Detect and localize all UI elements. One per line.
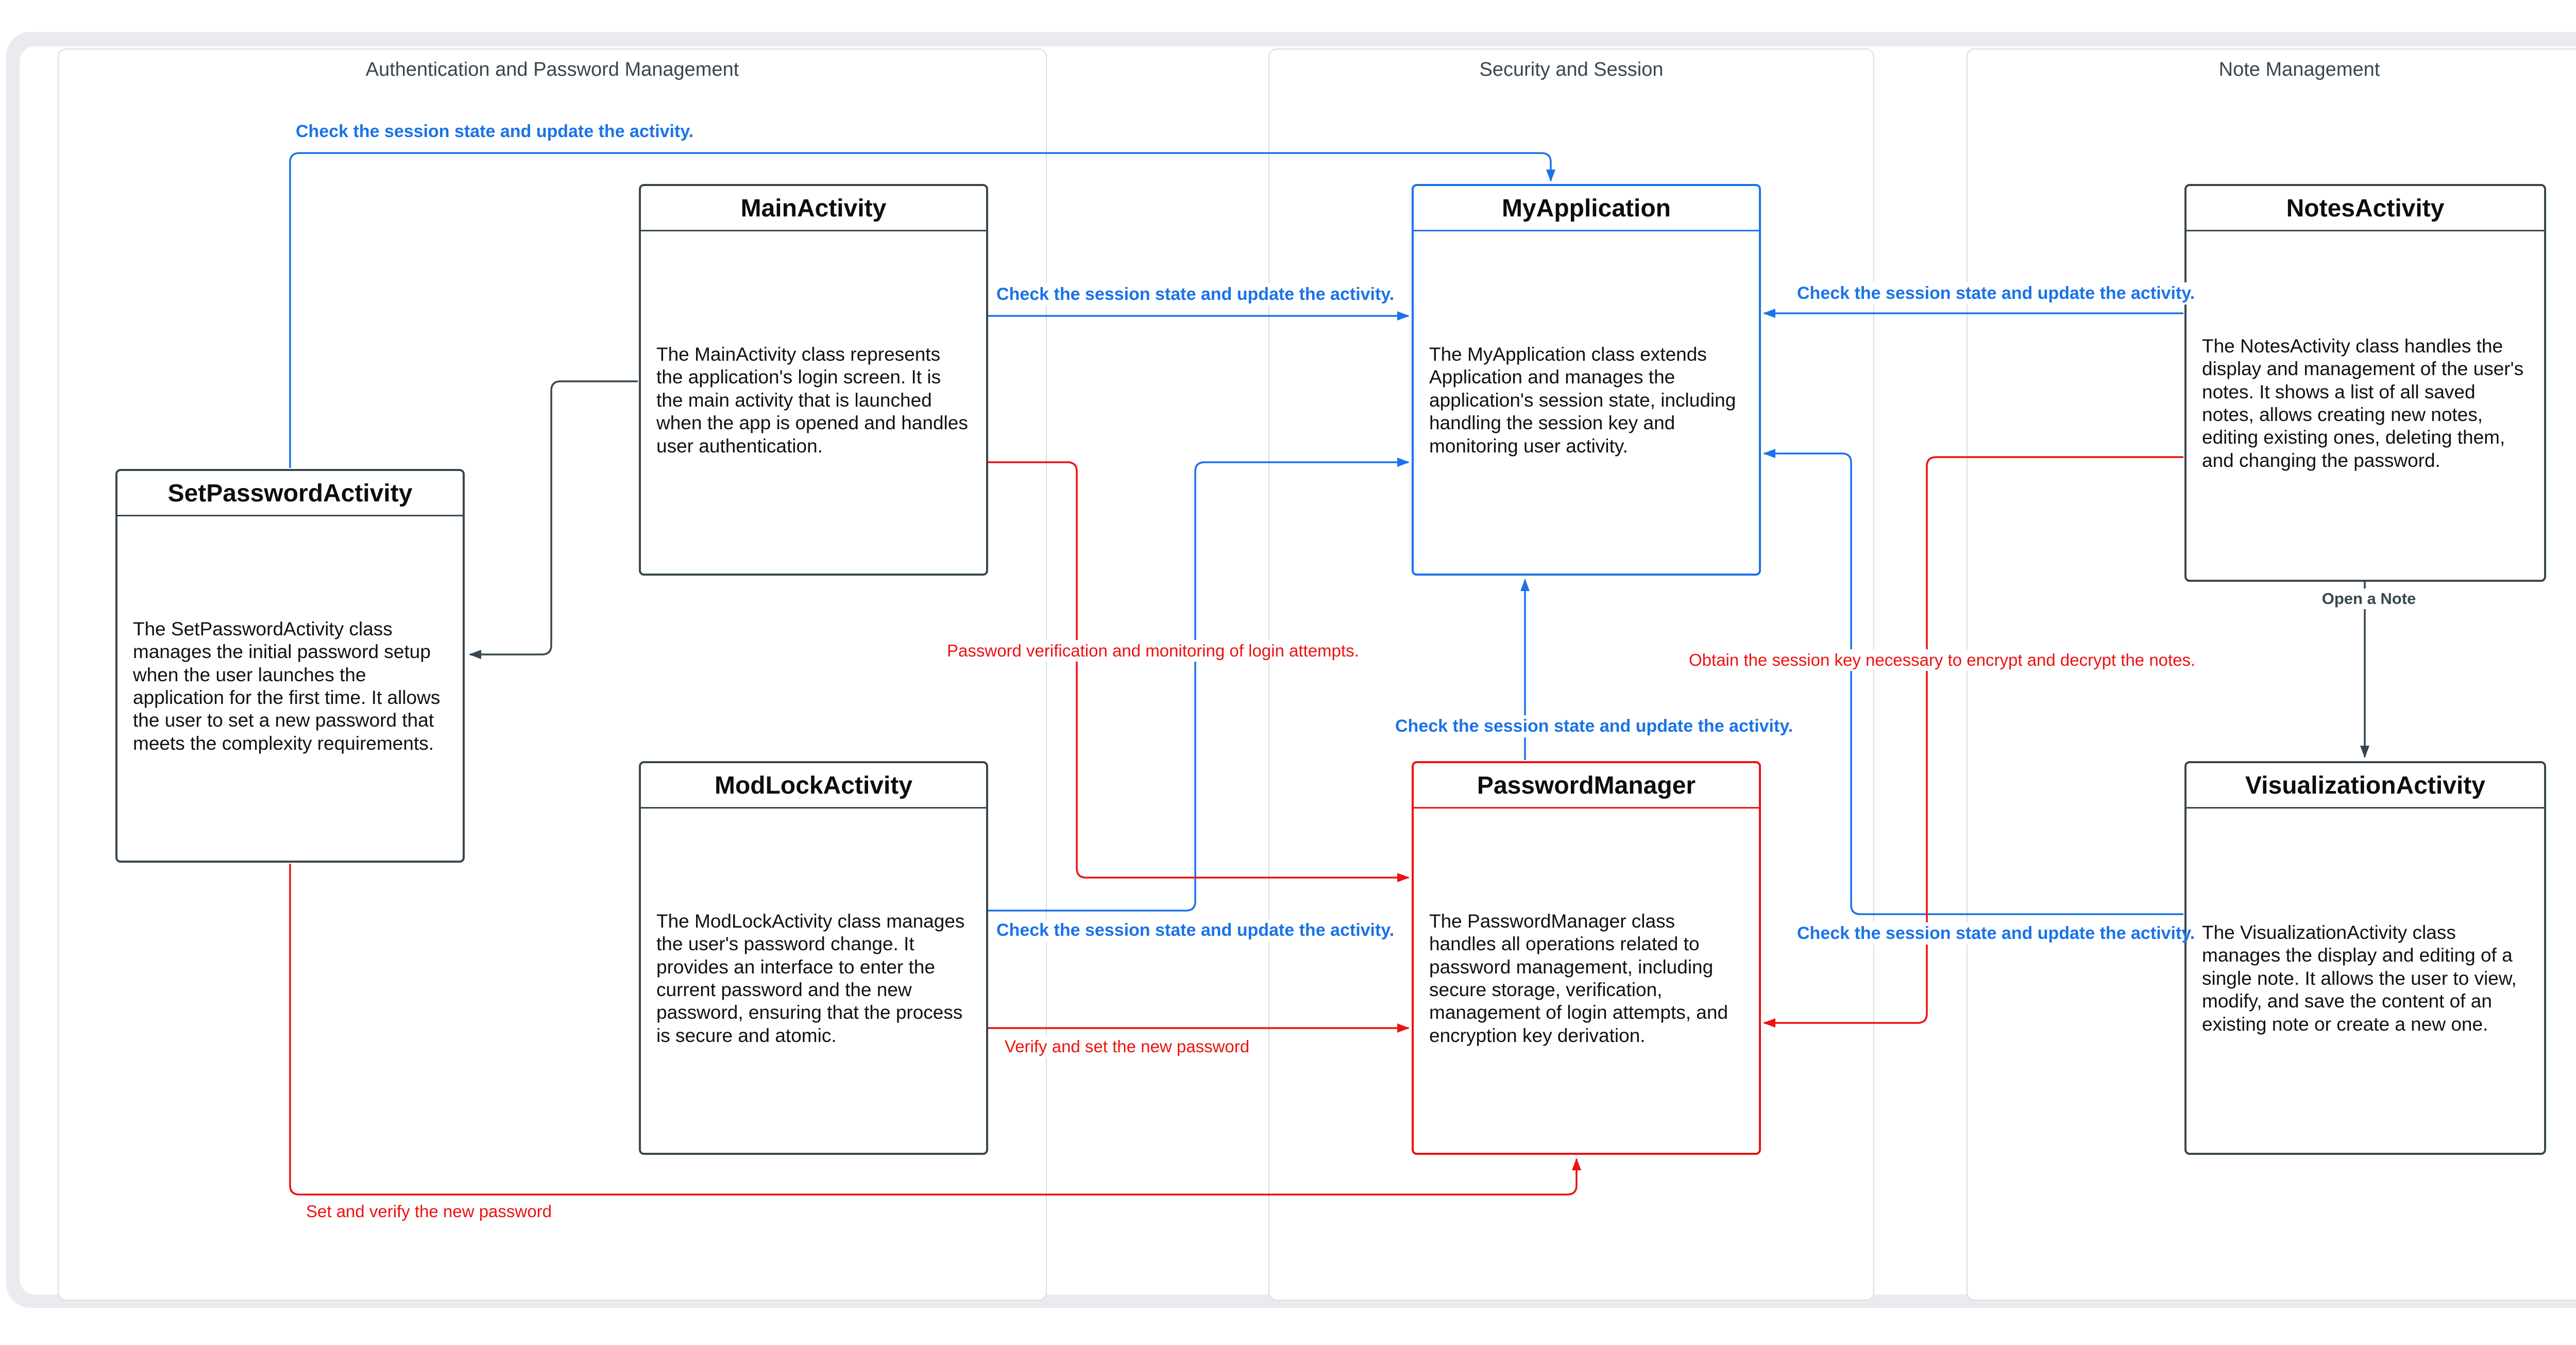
edge-label-password-verification[interactable]: Password verification and monitoring of … xyxy=(943,640,1359,662)
edge-label-obtain-session-key[interactable]: Obtain the session key necessary to encr… xyxy=(1685,649,2195,671)
edge-label-verify-set-new-password[interactable]: Verify and set the new password xyxy=(1001,1036,1254,1057)
class-title: MainActivity xyxy=(641,186,986,231)
group-title: Security and Session xyxy=(1479,59,1664,80)
class-setpasswordactivity[interactable]: SetPasswordActivity The SetPasswordActiv… xyxy=(115,469,465,863)
class-description: The ModLockActivity class manages the us… xyxy=(656,910,965,1046)
class-modlockactivity[interactable]: ModLockActivity The ModLockActivity clas… xyxy=(639,761,988,1155)
edge-setpassword-to-myapplication[interactable] xyxy=(289,152,1555,468)
edge-label-session-check-passwordmanager[interactable]: Check the session state and update the a… xyxy=(1391,715,1793,738)
class-description: The MyApplication class extends Applicat… xyxy=(1429,344,1736,457)
edge-setpassword-to-passwordmanager[interactable] xyxy=(289,864,1581,1196)
edge-modlockactivity-to-myapplication[interactable] xyxy=(988,458,1410,912)
class-description: The NotesActivity class handles the disp… xyxy=(2202,335,2524,471)
class-title: NotesActivity xyxy=(2187,186,2544,231)
class-description: The SetPasswordActivity class manages th… xyxy=(133,618,440,754)
edge-label-session-check-main[interactable]: Check the session state and update the a… xyxy=(992,283,1399,306)
class-title: ModLockActivity xyxy=(641,763,986,809)
edge-label-session-check-visualization[interactable]: Check the session state and update the a… xyxy=(1793,922,2195,945)
edge-label-session-check-top[interactable]: Check the session state and update the a… xyxy=(292,121,698,143)
class-description: The PasswordManager class handles all op… xyxy=(1429,910,1728,1046)
class-title: VisualizationActivity xyxy=(2187,763,2544,809)
class-title: MyApplication xyxy=(1414,186,1759,231)
edge-visualizationactivity-to-myapplication[interactable] xyxy=(1763,449,2183,915)
class-description: The MainActivity class represents the ap… xyxy=(656,344,968,457)
edge-label-open-a-note[interactable]: Open a Note xyxy=(2282,589,2455,609)
class-passwordmanager[interactable]: PasswordManager The PasswordManager clas… xyxy=(1412,761,1761,1155)
class-title: PasswordManager xyxy=(1414,763,1759,809)
class-notesactivity[interactable]: NotesActivity The NotesActivity class ha… xyxy=(2184,184,2546,582)
class-title: SetPasswordActivity xyxy=(117,471,463,516)
group-title: Note Management xyxy=(2218,59,2380,80)
edge-mainactivity-to-setpasswordactivity[interactable] xyxy=(469,380,638,659)
class-visualizationactivity[interactable]: VisualizationActivity The VisualizationA… xyxy=(2184,761,2546,1155)
class-description: The VisualizationActivity class manages … xyxy=(2202,922,2517,1035)
edge-label-session-check-modlock[interactable]: Check the session state and update the a… xyxy=(992,919,1399,942)
class-myapplication[interactable]: MyApplication The MyApplication class ex… xyxy=(1412,184,1761,576)
edge-label-session-check-notes[interactable]: Check the session state and update the a… xyxy=(1793,282,2195,305)
edge-mainactivity-to-passwordmanager[interactable] xyxy=(988,461,1410,882)
edge-label-set-verify-new-password[interactable]: Set and verify the new password xyxy=(302,1201,556,1222)
class-mainactivity[interactable]: MainActivity The MainActivity class repr… xyxy=(639,184,988,576)
group-title: Authentication and Password Management xyxy=(365,59,739,80)
edge-notesactivity-to-passwordmanager[interactable] xyxy=(1763,456,2183,1028)
